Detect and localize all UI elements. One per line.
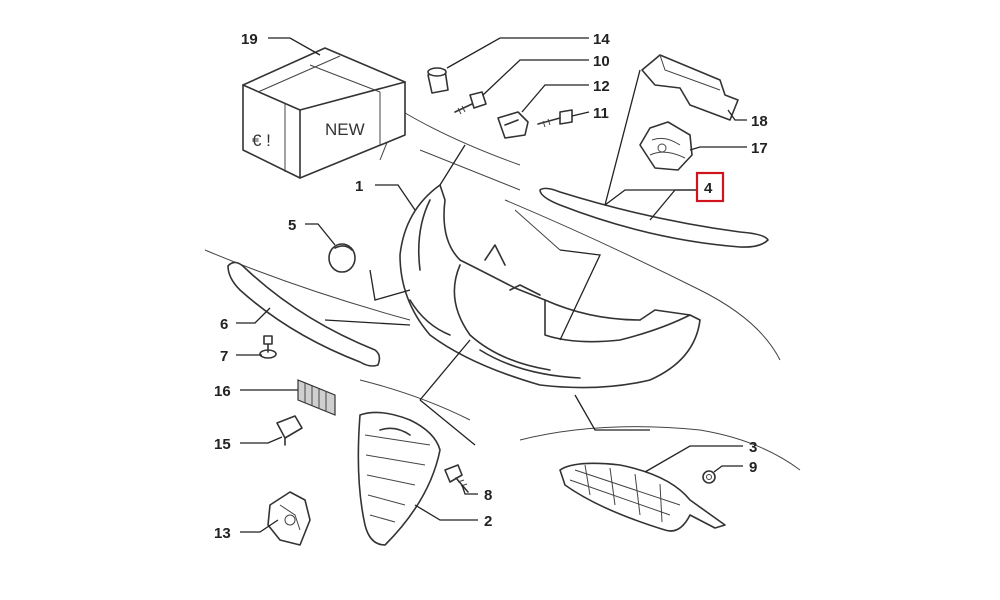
part-4-trim-strip [539, 187, 769, 248]
part-2-grille [357, 411, 441, 546]
part-6-strip [227, 261, 381, 367]
part-labels: 19 1 5 6 7 16 15 13 2 8 3 9 14 10 12 11 … [214, 31, 768, 542]
part-10-bolt [454, 91, 487, 115]
part-label-3[interactable]: 3 [749, 439, 757, 456]
part-label-9[interactable]: 9 [749, 459, 757, 476]
part-label-6[interactable]: 6 [220, 316, 228, 333]
box-label-euro: € ! [252, 131, 271, 150]
part-label-13[interactable]: 13 [214, 525, 231, 542]
part-1-bumper [399, 184, 701, 389]
part-label-17[interactable]: 17 [751, 140, 768, 157]
part-11-screw [537, 109, 573, 128]
part-label-18[interactable]: 18 [751, 113, 768, 130]
part-label-5[interactable]: 5 [288, 217, 296, 234]
part-5-cap [328, 243, 356, 273]
part-label-12[interactable]: 12 [593, 78, 610, 95]
part-12-clip [497, 111, 529, 139]
part-label-19[interactable]: 19 [241, 31, 258, 48]
part-label-2[interactable]: 2 [484, 513, 492, 530]
part-3-side-grille [559, 462, 726, 532]
part-19-box: NEW € ! [242, 47, 406, 179]
part-label-8[interactable]: 8 [484, 487, 492, 504]
part-label-7[interactable]: 7 [220, 348, 228, 365]
part-label-16[interactable]: 16 [214, 383, 231, 400]
part-8-screw [444, 464, 469, 493]
part-7-pin [259, 335, 277, 359]
part-16-pad [297, 379, 336, 416]
part-label-15[interactable]: 15 [214, 436, 231, 453]
part-label-10[interactable]: 10 [593, 53, 610, 70]
part-9-nut [702, 470, 716, 484]
part-label-14[interactable]: 14 [593, 31, 610, 48]
leader-lines [236, 37, 747, 533]
car-outline [204, 109, 801, 471]
part-14-rivet [427, 67, 449, 94]
box-label-new: NEW [325, 120, 365, 139]
part-18-bracket [641, 54, 739, 121]
part-label-1[interactable]: 1 [355, 178, 363, 195]
part-label-11[interactable]: 11 [593, 105, 609, 122]
highlight-box [695, 171, 725, 203]
part-label-4[interactable]: 4 [704, 180, 713, 197]
part-13-bracket [267, 491, 311, 546]
part-17-bracket [639, 121, 693, 171]
part-15-clip [276, 415, 303, 446]
